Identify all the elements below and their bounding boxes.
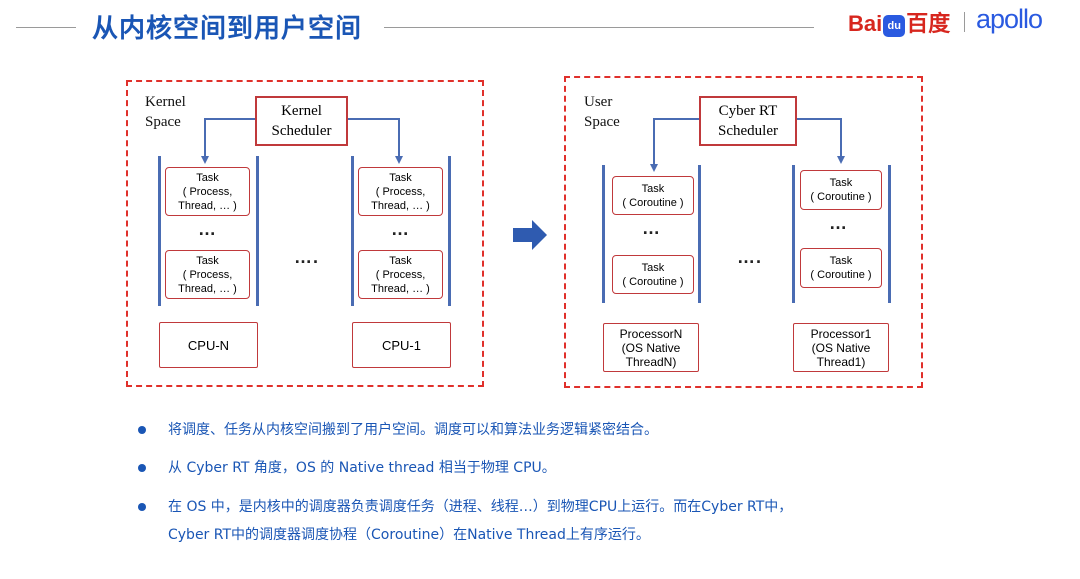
user-task-top-left: Task ( Coroutine ) [612, 176, 694, 215]
kernel-task-bottom-right: Task ( Process, Thread, … ) [358, 250, 443, 299]
title-rule-right [384, 27, 814, 28]
kernel-right-bar-a [351, 156, 354, 306]
page-title: 从内核空间到用户空间 [92, 14, 363, 44]
right-arrow-icon [513, 220, 547, 250]
bullet-3-text-line-1: 在 OS 中，是内核中的调度器负责调度任务（进程、线程…）到物理CPU上运行。而… [168, 499, 793, 515]
kernel-cpu-right: CPU-1 [352, 322, 451, 368]
user-left-bar-a [602, 165, 605, 303]
bullet-1-text: 将调度、任务从内核空间搬到了用户空间。调度可以和算法业务逻辑紧密结合。 [168, 422, 658, 438]
kernel-dots-middle: …. [294, 247, 320, 267]
kernel-task-top-left: Task ( Process, Thread, … ) [165, 167, 250, 216]
kernel-right-bar-b [448, 156, 451, 306]
processor-n-box: ProcessorN (OS Native ThreadN) [603, 323, 699, 372]
logo-separator [964, 12, 965, 32]
kernel-dots-right: … [391, 219, 410, 239]
user-left-bar-b [698, 165, 701, 303]
user-dots-middle: …. [737, 247, 763, 267]
apollo-logo: apollo [976, 4, 1043, 34]
kernel-space-panel [126, 80, 484, 387]
user-left-arrow [650, 118, 699, 172]
kernel-space-label: Kernel Space [145, 94, 186, 130]
baidu-logo-latin: Bai [848, 11, 883, 36]
user-dots-left: … [642, 218, 661, 238]
processor-1-box: Processor1 (OS Native Thread1) [793, 323, 889, 372]
cyber-rt-scheduler-box: Cyber RT Scheduler [699, 96, 797, 146]
user-right-arrow [797, 118, 845, 164]
user-space-panel [564, 76, 923, 388]
title-rule-left [16, 27, 76, 28]
user-task-top-right: Task ( Coroutine ) [800, 170, 882, 210]
baidu-paw-icon: du [883, 15, 906, 37]
user-task-bottom-right: Task ( Coroutine ) [800, 248, 882, 288]
kernel-task-top-right: Task ( Process, Thread, … ) [358, 167, 443, 216]
baidu-logo-cn: 百度 [906, 11, 951, 36]
bullet-3-text-line-2: Cyber RT中的调度器调度协程（Coroutine）在Native Thre… [168, 527, 650, 543]
kernel-task-bottom-left: Task ( Process, Thread, … ) [165, 250, 250, 299]
user-task-bottom-left: Task ( Coroutine ) [612, 255, 694, 294]
user-dots-right: … [829, 213, 848, 233]
user-right-bar-b [888, 165, 891, 303]
bullet-dot-icon [138, 503, 146, 511]
bullet-dot-icon [138, 426, 146, 434]
bullet-2-text: 从 Cyber RT 角度，OS 的 Native thread 相当于物理 C… [168, 460, 556, 476]
kernel-scheduler-box: Kernel Scheduler [255, 96, 348, 146]
kernel-left-bar-a [158, 156, 161, 306]
kernel-right-arrow [348, 118, 403, 164]
kernel-dots-left: … [198, 219, 217, 239]
kernel-cpu-left: CPU-N [159, 322, 258, 368]
bullet-dot-icon [138, 464, 146, 472]
user-right-bar-a [792, 165, 795, 303]
kernel-left-bar-b [256, 156, 259, 306]
user-space-label: User Space [584, 94, 620, 130]
kernel-left-arrow [201, 118, 255, 164]
